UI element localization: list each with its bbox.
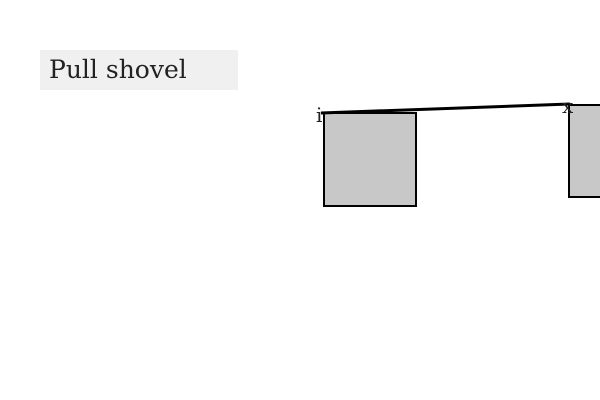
left-box bbox=[323, 112, 417, 207]
connector-line bbox=[320, 102, 571, 115]
diagram-title: Pull shovel bbox=[40, 50, 238, 90]
left-node-label: i bbox=[316, 103, 322, 127]
diagram-title-text: Pull shovel bbox=[49, 55, 187, 84]
right-box bbox=[568, 104, 600, 198]
right-node-label: x bbox=[562, 94, 574, 118]
